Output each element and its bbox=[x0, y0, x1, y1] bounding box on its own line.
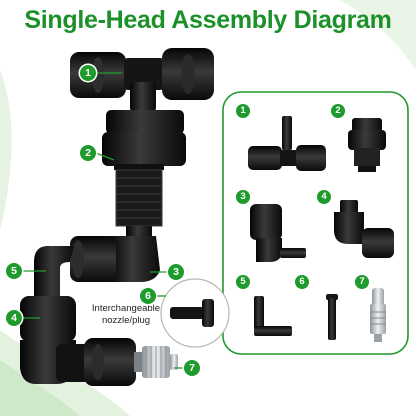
panel-plug bbox=[326, 294, 338, 340]
badge-panel-2: 2 bbox=[331, 104, 345, 118]
elbow-connector-lower bbox=[20, 296, 136, 386]
badge-panel-1: 1 bbox=[236, 104, 250, 118]
bulkhead-adapter bbox=[102, 110, 186, 238]
badge-main-2: 2 bbox=[80, 145, 96, 161]
panel-bulkhead-adapter bbox=[348, 118, 386, 172]
elbow-connector-upper bbox=[70, 236, 160, 282]
badge-main-5: 5 bbox=[6, 263, 22, 279]
badge-main-3: 3 bbox=[168, 264, 184, 280]
mist-nozzle bbox=[134, 346, 178, 378]
interchangeable-note: Interchangeable nozzle/plug bbox=[91, 303, 161, 326]
plug-inset bbox=[160, 278, 230, 348]
badge-panel-4: 4 bbox=[317, 190, 331, 204]
tee-connector bbox=[70, 48, 214, 112]
panel-tee-connector bbox=[248, 116, 326, 171]
panel-elbow-stem bbox=[254, 296, 292, 336]
badge-panel-7: 7 bbox=[355, 275, 369, 289]
panel-mist-nozzle bbox=[370, 288, 386, 342]
elbow-stem-left bbox=[34, 246, 74, 300]
badge-panel-5: 5 bbox=[236, 275, 250, 289]
badge-panel-6: 6 bbox=[295, 275, 309, 289]
panel-elbow-connector-b bbox=[334, 200, 394, 258]
badge-main-1: 1 bbox=[80, 65, 96, 81]
badge-main-4: 4 bbox=[6, 310, 22, 326]
badge-main-7: 7 bbox=[184, 360, 200, 376]
panel-elbow-connector-a bbox=[250, 204, 306, 262]
diagram-title: Single-Head Assembly Diagram bbox=[24, 6, 392, 34]
badge-main-6: 6 bbox=[140, 288, 156, 304]
badge-panel-3: 3 bbox=[236, 190, 250, 204]
